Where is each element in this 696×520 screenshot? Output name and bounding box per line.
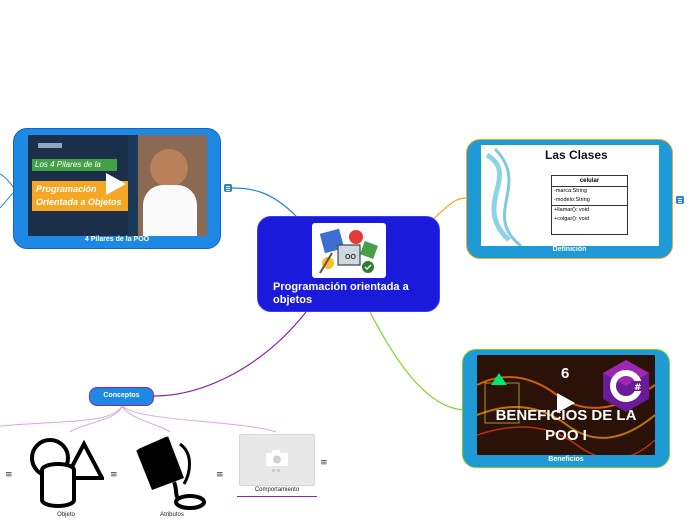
central-title: Programación orientada a objetos	[273, 281, 409, 306]
beneficios-label: Beneficios	[548, 456, 584, 463]
slide-title: Las Clases	[545, 148, 608, 162]
thumb-green-label: Los 4 Pilares de la	[32, 159, 117, 171]
topic-conceptos[interactable]: Conceptos	[89, 387, 154, 406]
definicion-note-icon[interactable]	[676, 196, 684, 204]
uml-op-2: +colgar(): void	[554, 216, 590, 222]
svg-text:OO: OO	[345, 254, 356, 261]
uml-class-box: celular -marca:String -modelo:String +ll…	[551, 175, 628, 235]
uml-op-1: +llamar(): void	[554, 207, 589, 213]
definicion-label: Definición	[552, 246, 587, 253]
connector-objeto	[0, 405, 123, 427]
thumb-line1: BENEFICIOS DE LA	[495, 407, 637, 424]
left-note-marker[interactable]: ≡	[5, 470, 13, 480]
pilares-label: 4 Pilares de la POO	[84, 236, 150, 243]
connector-left-edge	[0, 173, 15, 189]
connector-pilares	[231, 187, 297, 217]
objeto-label: Objeto	[57, 512, 75, 518]
thumb-line2: POO I	[545, 427, 587, 444]
connector-comportamiento	[121, 405, 277, 433]
topic-pilares[interactable]: Los 4 Pilares de la Programación Orienta…	[13, 128, 221, 249]
topic-beneficios[interactable]: # 6 BENEFICIOS DE LA POO I Beneficios	[462, 349, 670, 468]
uml-class-name: celular	[552, 176, 627, 187]
camera-placeholder-icon	[265, 449, 289, 467]
svg-text:#: #	[634, 383, 642, 393]
connector-definicion	[429, 197, 467, 223]
conceptos-label: Conceptos	[103, 392, 140, 399]
pilares-video-thumbnail[interactable]: Los 4 Pilares de la Programación Orienta…	[28, 135, 207, 236]
image-placeholder	[239, 434, 315, 486]
atributos-note-marker[interactable]: ≡	[216, 470, 224, 480]
connector-left-edge2	[0, 191, 15, 209]
uml-attr-1: -marca:String	[554, 188, 588, 194]
uml-attr-2: -modelo:String	[552, 196, 627, 206]
connector-conceptos	[153, 311, 307, 397]
paint-bucket-icon	[134, 434, 210, 510]
connector-objeto2	[69, 405, 123, 433]
thumb-line2: Programación	[36, 184, 97, 194]
thumb-line3: Orientada a Objetos	[36, 197, 122, 207]
comportamiento-underline	[237, 496, 317, 497]
clases-slide-image[interactable]: Las Clases celular -marca:String -modelo…	[481, 145, 659, 246]
concept-comportamiento[interactable]: Comportamiento	[237, 434, 317, 497]
connector-beneficios	[369, 311, 465, 411]
concept-atributos[interactable]: Atributos	[134, 434, 210, 520]
shapes-icon	[28, 434, 106, 510]
oop-icon: OO	[312, 223, 386, 278]
connector-atributos	[121, 405, 171, 433]
beneficios-video-thumbnail[interactable]: # 6 BENEFICIOS DE LA POO I	[477, 355, 655, 455]
play-icon[interactable]	[106, 173, 126, 195]
concept-objeto[interactable]: Objeto	[28, 434, 106, 520]
csharp-logo-icon: #	[601, 359, 651, 413]
comportamiento-label: Comportamiento	[254, 487, 300, 493]
pilares-note-icon[interactable]	[224, 184, 232, 192]
comportamiento-note-marker[interactable]: ≡	[320, 458, 328, 468]
thumb-number: 6	[561, 365, 570, 382]
topic-definicion[interactable]: Las Clases celular -marca:String -modelo…	[466, 139, 673, 259]
central-topic[interactable]: OO Programación orientada a objetos	[257, 216, 440, 312]
play-icon[interactable]	[557, 393, 575, 413]
atributos-label: Atributos	[160, 512, 184, 518]
objeto-note-marker[interactable]: ≡	[110, 470, 118, 480]
